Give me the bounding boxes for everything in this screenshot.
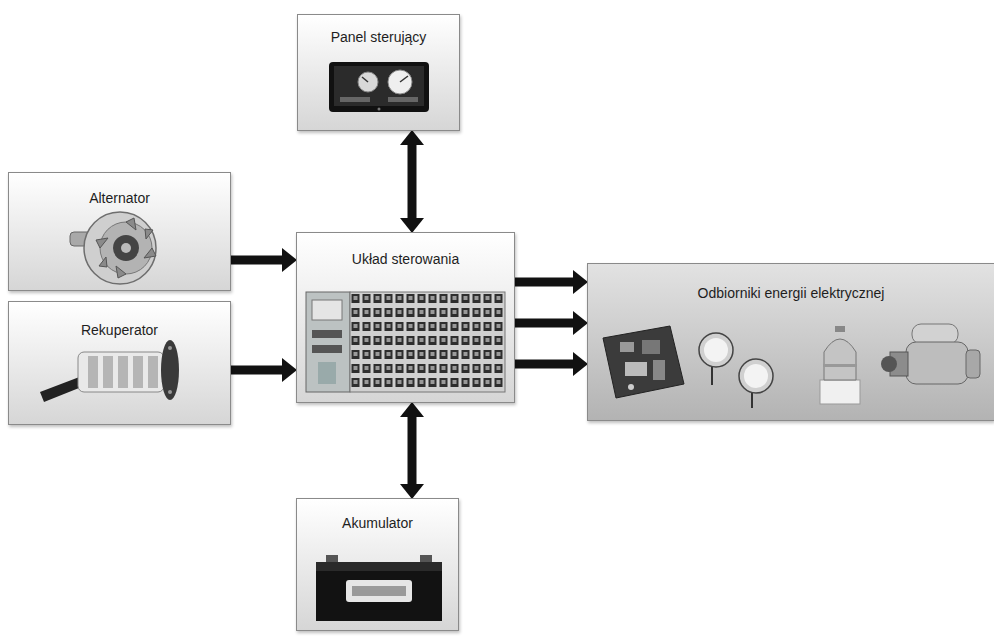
flow-arrow xyxy=(231,366,282,375)
box-title: Odbiorniki energii elektrycznej xyxy=(588,284,994,302)
flow-arrow xyxy=(515,319,573,328)
box-title: Panel sterujący xyxy=(298,28,459,46)
flow-arrow xyxy=(408,417,417,484)
flow-arrow xyxy=(231,256,282,265)
box-title: Układ sterowania xyxy=(297,250,514,268)
loads-box: Odbiorniki energii elektrycznej xyxy=(587,263,994,421)
controller-box: Układ sterowania xyxy=(296,232,515,403)
panel-box: Panel sterujący xyxy=(297,14,460,131)
battery-icon xyxy=(316,555,442,621)
tablet-icon xyxy=(329,62,429,112)
controller-icon xyxy=(306,292,505,392)
recuperator-icon xyxy=(40,340,179,402)
box-title: Rekuperator xyxy=(9,321,230,339)
source-box: Rekuperator xyxy=(8,301,231,425)
flow-arrow xyxy=(515,278,573,287)
box-title: Akumulator xyxy=(297,514,458,532)
circuit-board-icon xyxy=(603,326,684,398)
lamp-icon xyxy=(699,333,773,408)
flow-arrow xyxy=(408,145,417,218)
box-title: Alternator xyxy=(9,189,230,207)
battery-box: Akumulator xyxy=(296,498,459,631)
flow-arrow xyxy=(515,360,573,369)
alternator-icon xyxy=(70,212,156,284)
starter-motor-icon xyxy=(881,324,980,384)
source-box: Alternator xyxy=(8,172,231,291)
beacon-icon xyxy=(820,326,860,404)
